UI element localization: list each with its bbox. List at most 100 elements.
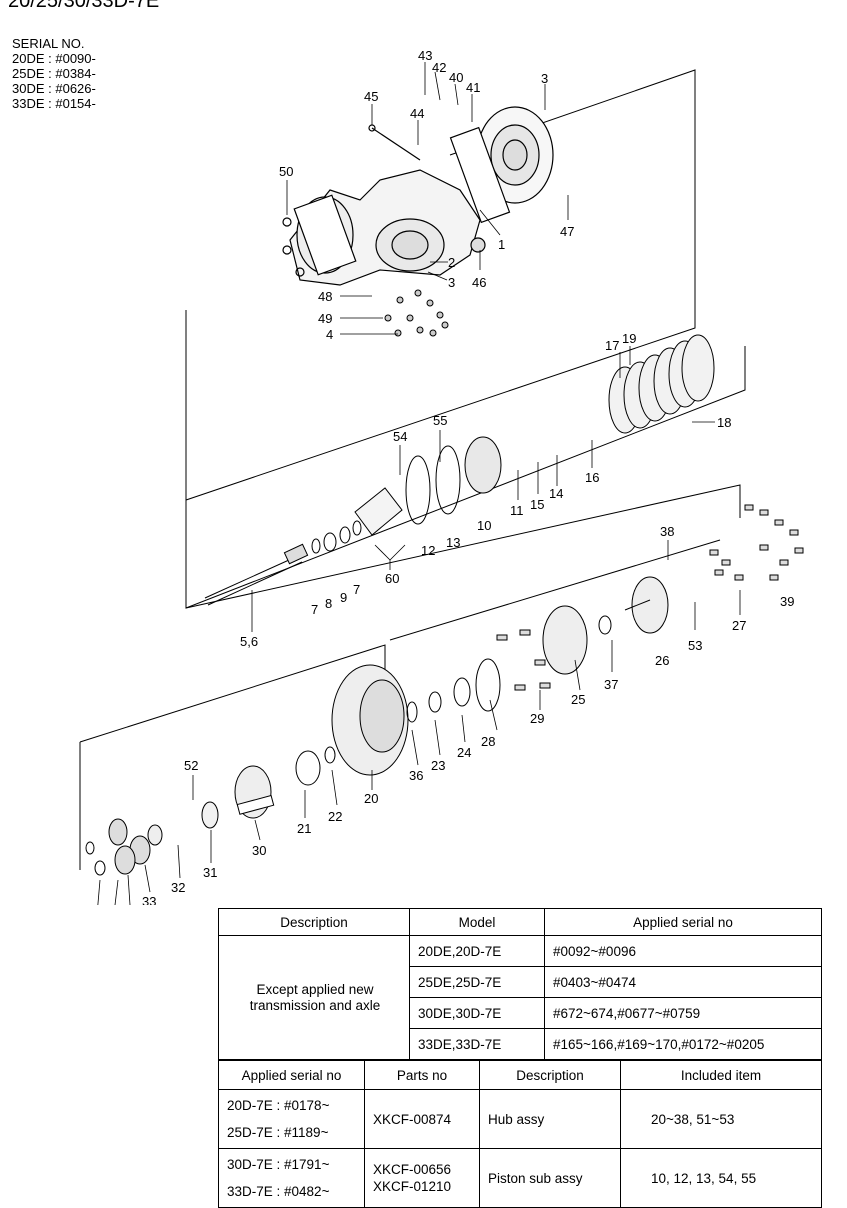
table-cell: 20~38, 51~53 bbox=[620, 1089, 822, 1149]
callout-2: 2 bbox=[448, 255, 455, 270]
callout-26: 26 bbox=[655, 653, 669, 668]
callout-13: 13 bbox=[446, 535, 460, 550]
callout-47: 47 bbox=[560, 224, 574, 239]
table-cell: Piston sub assy bbox=[479, 1148, 621, 1208]
table-cell: 20DE,20D-7E bbox=[409, 935, 545, 967]
table-cell: Hub assy bbox=[479, 1089, 621, 1149]
axle-housing bbox=[282, 106, 554, 286]
callout-25: 25 bbox=[571, 692, 585, 707]
snap-ring bbox=[311, 538, 321, 554]
table-row: Except applied new transmission and axle… bbox=[218, 935, 822, 1060]
callout-50: 50 bbox=[279, 164, 293, 179]
callout-10: 10 bbox=[477, 518, 491, 533]
brake-disc-pack bbox=[608, 334, 715, 434]
table-header: Included item bbox=[620, 1060, 822, 1090]
seal-ring bbox=[435, 445, 461, 515]
callout-37: 37 bbox=[604, 677, 618, 692]
callout-9: 9 bbox=[340, 590, 347, 605]
table-row: 20D-7E : #0178~ 25D-7E : #1189~ XKCF-008… bbox=[218, 1089, 822, 1149]
callout-33: 33 bbox=[142, 894, 156, 905]
callout-44: 44 bbox=[410, 106, 424, 121]
callout-22: 22 bbox=[328, 809, 342, 824]
callout-27: 27 bbox=[732, 618, 746, 633]
table-cell: 20D-7E : #0178~ 25D-7E : #1189~ bbox=[218, 1089, 365, 1149]
serial-line: 25DE : #0384- bbox=[12, 66, 96, 81]
callout-49: 49 bbox=[318, 311, 332, 326]
seal-ring bbox=[405, 455, 431, 525]
callout-30: 30 bbox=[252, 843, 266, 858]
callout-3: 3 bbox=[541, 71, 548, 86]
table-cell: XKCF-00874 bbox=[364, 1089, 480, 1149]
callout-46: 46 bbox=[472, 275, 486, 290]
callout-21: 21 bbox=[297, 821, 311, 836]
table-cell: #0403~#0474 bbox=[544, 966, 822, 998]
table-header: Applied serial no bbox=[544, 908, 822, 936]
callout-41: 41 bbox=[466, 80, 480, 95]
callout-60: 60 bbox=[385, 571, 399, 586]
table-cell: XKCF-00656 XKCF-01210 bbox=[364, 1148, 480, 1208]
hub-drum bbox=[295, 576, 669, 786]
serial-line: 33DE : #0154- bbox=[12, 96, 96, 111]
callout-7: 7 bbox=[311, 602, 318, 617]
callout-17: 17 bbox=[605, 338, 619, 353]
serial-line: 25D-7E : #1189~ bbox=[227, 1125, 329, 1140]
callout-54: 54 bbox=[393, 429, 407, 444]
callout-1: 1 bbox=[498, 237, 505, 252]
callout-40: 40 bbox=[449, 70, 463, 85]
planetary-carrier bbox=[85, 765, 275, 876]
snap-ring bbox=[323, 532, 337, 552]
table-cell: #165~166,#169~170,#0172~#0205 bbox=[544, 1028, 822, 1060]
table-header: Parts no bbox=[364, 1060, 480, 1090]
callout-31: 31 bbox=[203, 865, 217, 880]
callout-42: 42 bbox=[432, 60, 446, 75]
bolts-group bbox=[384, 289, 449, 337]
panel-outline-brake bbox=[185, 346, 746, 609]
callout-11: 11 bbox=[510, 503, 524, 518]
applied-serial-table: Description Model Applied serial no Exce… bbox=[218, 908, 822, 1060]
table-row: 30DE,30D-7E #672~674,#0677~#0759 bbox=[219, 997, 822, 1029]
exploded-parts-diagram: 43 42 40 41 3 45 44 50 1 47 2 3 46 48 49… bbox=[79, 48, 804, 905]
table-cell: 30DE,30D-7E bbox=[409, 997, 545, 1029]
callout-34: 34 bbox=[122, 904, 136, 905]
callout-43: 43 bbox=[418, 48, 432, 63]
table-row: 25DE,25D-7E #0403~#0474 bbox=[219, 966, 822, 998]
callout-12: 12 bbox=[421, 543, 435, 558]
snap-ring bbox=[352, 520, 362, 536]
table-header: Model bbox=[409, 908, 545, 936]
serial-heading: SERIAL NO. bbox=[12, 36, 85, 51]
callout-24: 24 bbox=[457, 745, 471, 760]
callout-48: 48 bbox=[318, 289, 332, 304]
part-number: XKCF-00656 bbox=[373, 1162, 452, 1177]
callout-29: 29 bbox=[530, 711, 544, 726]
callout-3: 3 bbox=[448, 275, 455, 290]
callout-19: 19 bbox=[622, 331, 636, 346]
callout-45: 45 bbox=[364, 89, 378, 104]
table-cell: #0092~#0096 bbox=[544, 935, 822, 967]
callout-38: 38 bbox=[660, 524, 674, 539]
serial-list: SERIAL NO. 20DE : #0090- 25DE : #0384- 3… bbox=[12, 36, 96, 111]
table-row: 33DE,33D-7E #165~166,#169~170,#0172~#020… bbox=[219, 1028, 822, 1060]
table-header: Applied serial no bbox=[218, 1060, 365, 1090]
callout-52: 52 bbox=[184, 758, 198, 773]
callout-16: 16 bbox=[585, 470, 599, 485]
callout-53: 53 bbox=[688, 638, 702, 653]
shim-plate bbox=[354, 487, 403, 536]
page-title: 20/25/30/33D-7E bbox=[8, 0, 160, 12]
serial-line: 30DE : #0626- bbox=[12, 81, 96, 96]
serial-line: 20D-7E : #0178~ bbox=[227, 1098, 330, 1113]
callout-23: 23 bbox=[431, 758, 445, 773]
callout-39: 39 bbox=[780, 594, 794, 609]
table-header: Description bbox=[479, 1060, 621, 1090]
panel-outline-axle bbox=[185, 69, 696, 501]
callout-36: 36 bbox=[409, 768, 423, 783]
table-cell: 30D-7E : #1791~ 33D-7E : #0482~ bbox=[218, 1148, 365, 1208]
table-row: 30D-7E : #1791~ 33D-7E : #0482~ XKCF-006… bbox=[218, 1148, 822, 1208]
panel-outline-shaft bbox=[185, 484, 741, 609]
callout-8: 8 bbox=[325, 596, 332, 611]
table-cell: Except applied new transmission and axle bbox=[218, 935, 410, 1060]
callout-7: 7 bbox=[353, 582, 360, 597]
table-cell: 33DE,33D-7E bbox=[409, 1028, 545, 1060]
table-header: Description bbox=[218, 908, 410, 936]
callout-4: 4 bbox=[326, 327, 333, 342]
callout-18: 18 bbox=[717, 415, 731, 430]
